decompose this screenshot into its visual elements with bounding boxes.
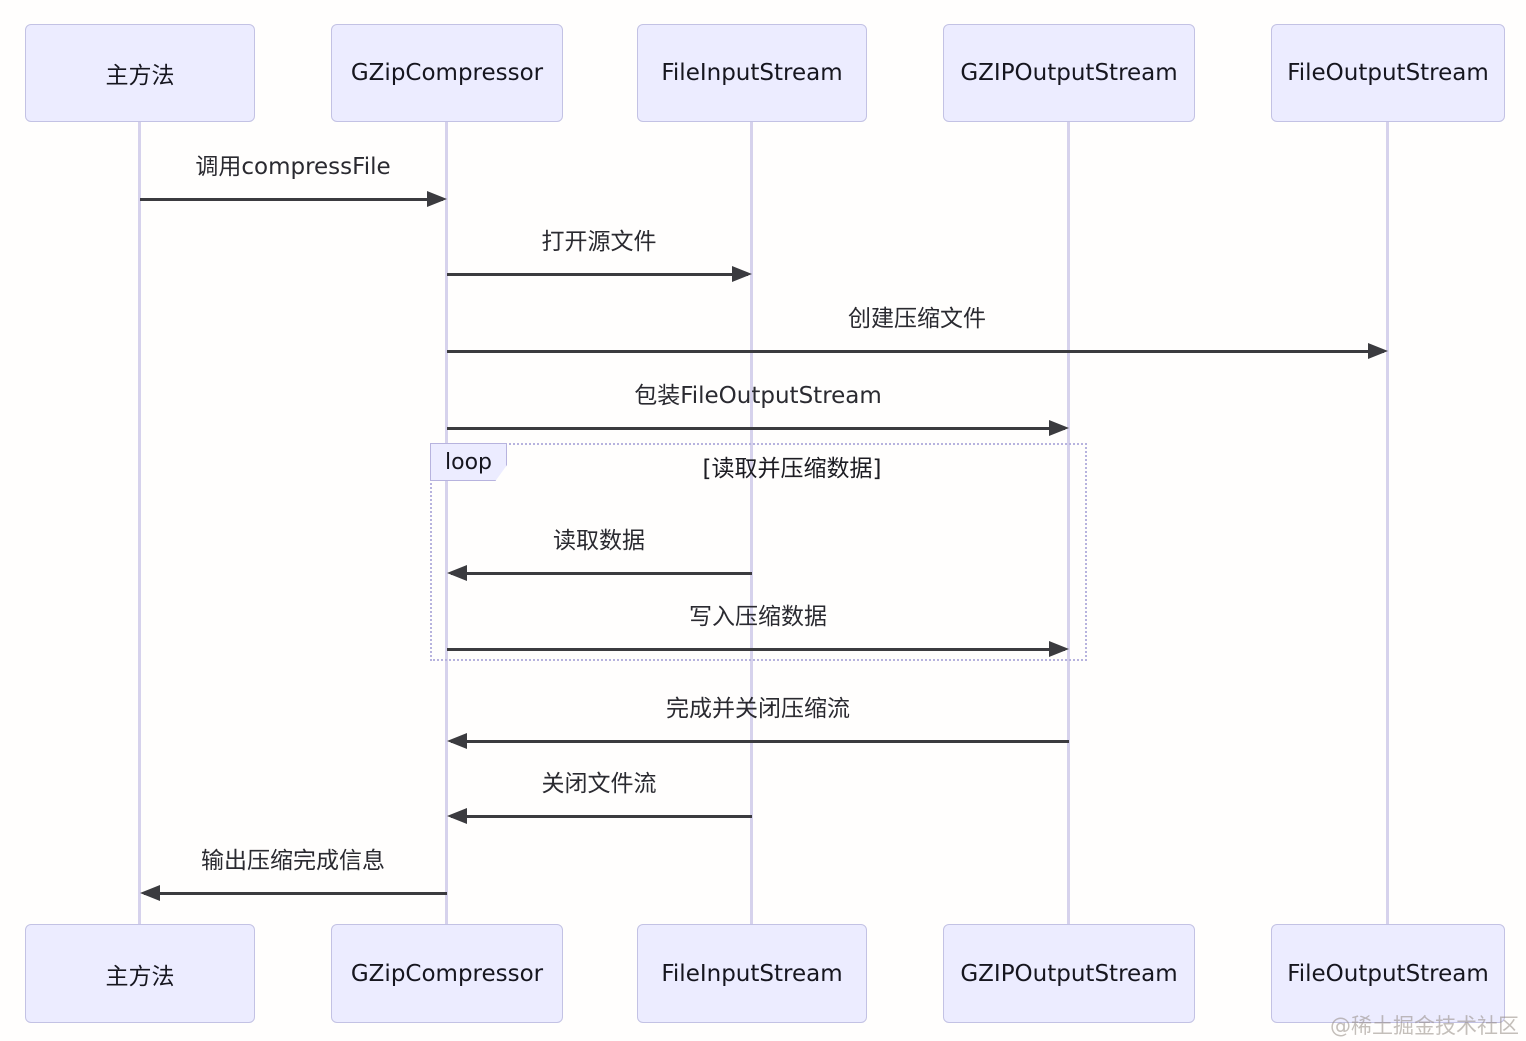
message-label: 包装FileOutputStream bbox=[634, 383, 882, 409]
actor-bottom-fileoutputstream: FileOutputStream bbox=[1271, 924, 1505, 1023]
arrowhead-left-icon bbox=[447, 733, 467, 749]
message-label: 完成并关闭压缩流 bbox=[666, 696, 850, 722]
message-line bbox=[447, 273, 748, 276]
loop-condition-label: [读取并压缩数据] bbox=[702, 456, 882, 482]
lifeline-fileinputstream bbox=[750, 122, 753, 924]
arrowhead-left-icon bbox=[447, 565, 467, 581]
actor-bottom-fileinputstream: FileInputStream bbox=[637, 924, 867, 1023]
actor-top-main: 主方法 bbox=[25, 24, 255, 122]
arrowhead-left-icon bbox=[447, 808, 467, 824]
lifeline-gzipoutputstream bbox=[1067, 122, 1070, 924]
message-line bbox=[447, 648, 1065, 651]
message-label: 输出压缩完成信息 bbox=[201, 848, 385, 874]
actor-bottom-gzipcompressor: GZipCompressor bbox=[331, 924, 563, 1023]
message-label: 打开源文件 bbox=[541, 229, 657, 255]
arrowhead-right-icon bbox=[1049, 420, 1069, 436]
message-line bbox=[451, 815, 752, 818]
message-line bbox=[144, 892, 447, 895]
arrowhead-right-icon bbox=[1049, 641, 1069, 657]
message-line bbox=[451, 740, 1069, 743]
message-label: 写入压缩数据 bbox=[689, 604, 827, 630]
message-label: 创建压缩文件 bbox=[848, 306, 986, 332]
message-label: 读取数据 bbox=[553, 528, 645, 554]
actor-bottom-main: 主方法 bbox=[25, 924, 255, 1023]
arrowhead-right-icon bbox=[1368, 343, 1388, 359]
lifeline-gzipcompressor bbox=[445, 122, 448, 924]
arrowhead-right-icon bbox=[427, 191, 447, 207]
loop-frame bbox=[430, 443, 1087, 661]
message-line bbox=[447, 350, 1384, 353]
loop-keyword-tab: loop bbox=[430, 443, 507, 481]
actor-top-fileinputstream: FileInputStream bbox=[637, 24, 867, 122]
lifeline-main bbox=[138, 122, 141, 924]
message-line bbox=[140, 198, 443, 201]
actor-top-gzipoutputstream: GZIPOutputStream bbox=[943, 24, 1195, 122]
actor-top-gzipcompressor: GZipCompressor bbox=[331, 24, 563, 122]
message-line bbox=[447, 427, 1065, 430]
message-label: 关闭文件流 bbox=[541, 771, 657, 797]
arrowhead-right-icon bbox=[732, 266, 752, 282]
arrowhead-left-icon bbox=[140, 885, 160, 901]
actor-bottom-gzipoutputstream: GZIPOutputStream bbox=[943, 924, 1195, 1023]
watermark-text: @稀土掘金技术社区 bbox=[1330, 1014, 1519, 1038]
message-line bbox=[451, 572, 752, 575]
message-label: 调用compressFile bbox=[195, 154, 391, 180]
lifeline-fileoutputstream bbox=[1386, 122, 1389, 924]
actor-top-fileoutputstream: FileOutputStream bbox=[1271, 24, 1505, 122]
